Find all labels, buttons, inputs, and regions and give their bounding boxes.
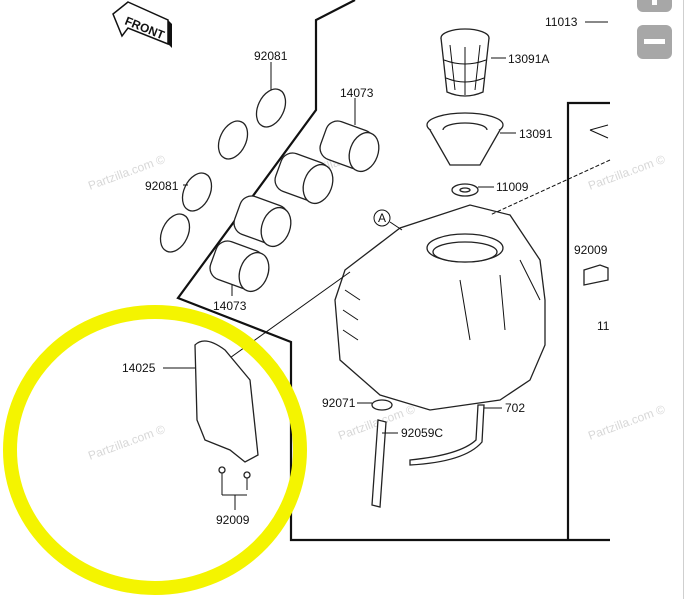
o-rings bbox=[159, 62, 287, 253]
front-arrow: FRONT bbox=[112, 1, 172, 48]
frame-lines bbox=[176, 0, 610, 542]
gasket bbox=[451, 183, 494, 197]
callout-13091: 13091 bbox=[519, 127, 553, 141]
callout-92081-left: 92081 bbox=[145, 179, 179, 193]
intake-ducts bbox=[209, 98, 380, 296]
callout-14025: 14025 bbox=[122, 361, 156, 375]
callout-11013: 11013 bbox=[545, 15, 578, 29]
fuel-tank: A bbox=[212, 159, 611, 411]
watermark: Partzilla.com © bbox=[86, 422, 167, 463]
callout-a: A bbox=[378, 211, 386, 225]
highlight-circle bbox=[3, 305, 307, 595]
zoom-out-button[interactable] bbox=[637, 25, 672, 59]
plus-icon-vertical bbox=[652, 0, 657, 5]
fuel-filter-screen bbox=[440, 28, 506, 97]
callout-702: 702 bbox=[505, 401, 525, 415]
callout-14073-bottom: 14073 bbox=[213, 299, 247, 313]
minus-icon bbox=[644, 39, 665, 44]
parts-diagram: Partzilla.com © Partzilla.com © Partzill… bbox=[3, 0, 667, 595]
callout-92059c: 92059C bbox=[401, 426, 443, 440]
tubes bbox=[357, 399, 502, 508]
callout-92009-bottom: 92009 bbox=[216, 513, 250, 527]
side-panel-edge bbox=[683, 0, 699, 599]
callout-11009: 11009 bbox=[496, 180, 529, 194]
watermark: Partzilla.com © bbox=[586, 152, 667, 193]
zoom-in-button[interactable] bbox=[637, 0, 672, 12]
callout-92009-right: 92009 bbox=[574, 243, 608, 257]
callout-14073-top: 14073 bbox=[340, 86, 374, 100]
callout-13091a: 13091A bbox=[508, 52, 549, 66]
right-bracket bbox=[583, 124, 609, 286]
callout-92071: 92071 bbox=[322, 396, 356, 410]
watermark: Partzilla.com © bbox=[586, 402, 667, 443]
callout-labels: 11013 13091A 14073 92081 13091 92081 110… bbox=[122, 15, 610, 527]
callout-92081-top: 92081 bbox=[254, 49, 288, 63]
side-cover bbox=[163, 340, 259, 510]
callout-11-right: 11 bbox=[597, 319, 610, 333]
filler-cap bbox=[426, 112, 516, 166]
